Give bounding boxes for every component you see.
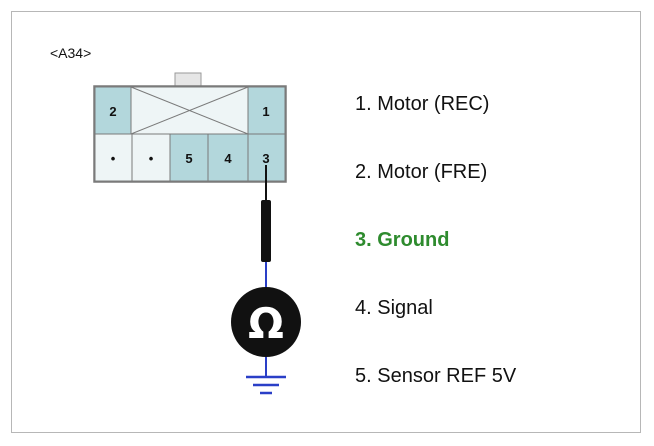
pin-function-2: 2. Motor (FRE) (355, 161, 488, 183)
pin-label-5: 5 (185, 151, 192, 166)
pin-cell-4 (207, 133, 249, 182)
pin-label-dot-a: • (111, 151, 116, 166)
pin-function-5: 5. Sensor REF 5V (355, 365, 517, 387)
pin-label-dot-b: • (149, 151, 154, 166)
pin-function-3: 3. Ground (355, 229, 450, 251)
probe-body (261, 200, 271, 262)
pin-function-1: 1. Motor (REC) (355, 93, 490, 115)
ohmmeter-circle (231, 287, 301, 357)
pin-cell-5 (169, 133, 209, 182)
connector-latch (174, 72, 202, 87)
diagram-frame (11, 11, 641, 433)
ohm-symbol: Ω (248, 299, 284, 348)
pin-function-4: 4. Signal (355, 297, 433, 319)
blank-cross-2 (130, 86, 249, 135)
pin-label-4: 4 (224, 151, 232, 166)
pin-label-1: 1 (262, 104, 269, 119)
pin-cell-empty-b (131, 133, 171, 182)
pin-label-2: 2 (109, 104, 116, 119)
pin-label-3: 3 (262, 151, 269, 166)
connector-label: <A34> (50, 45, 92, 61)
pin-cell-1 (247, 86, 286, 135)
